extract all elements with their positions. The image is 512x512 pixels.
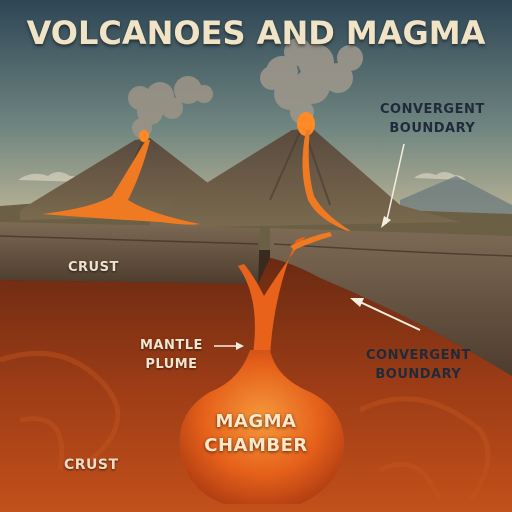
mantle-swirls	[0, 350, 491, 502]
crust-surface-lines	[0, 235, 512, 257]
label-crust-top: CRUST	[68, 260, 119, 275]
label-line: CONVERGENT	[366, 348, 471, 363]
label-line: MANTLE	[140, 338, 203, 353]
left-smoke	[128, 76, 213, 138]
label-convergent-boundary-top: CONVERGENT BOUNDARY	[380, 100, 485, 138]
label-line: BOUNDARY	[375, 367, 462, 382]
convergent-top-arrow	[385, 143, 405, 225]
label-line: CONVERGENT	[380, 102, 485, 117]
main-lava-flow	[302, 130, 360, 236]
plume-conduit	[238, 236, 306, 360]
crust-left-block	[0, 222, 260, 284]
cloud-left	[18, 172, 84, 182]
magma-chamber-shape	[179, 350, 345, 504]
convergent-bottom-arrowhead	[350, 298, 364, 307]
convergent-top-arrowhead	[381, 216, 391, 228]
distant-mountain	[400, 176, 512, 215]
convergent-bottom-arrow	[359, 301, 421, 331]
label-convergent-boundary-bottom: CONVERGENT BOUNDARY	[366, 346, 471, 384]
left-eruption	[139, 130, 149, 142]
crust-right-block	[270, 228, 512, 376]
feeder-crack	[290, 232, 332, 250]
page-title: VOLCANOES AND MAGMA	[26, 14, 486, 52]
left-lava-flow	[42, 140, 200, 225]
main-smoke	[260, 38, 363, 124]
label-crust-bottom: CRUST	[64, 457, 119, 473]
label-line: BOUNDARY	[389, 121, 476, 136]
label-line: MAGMA	[215, 411, 297, 432]
label-line: PLUME	[145, 357, 198, 372]
main-eruption	[297, 112, 315, 136]
label-line: CHAMBER	[204, 435, 308, 456]
label-magma-chamber: MAGMA CHAMBER	[186, 410, 326, 458]
mantle-plume-arrowhead	[236, 342, 244, 350]
label-mantle-plume: MANTLE PLUME	[140, 336, 203, 374]
